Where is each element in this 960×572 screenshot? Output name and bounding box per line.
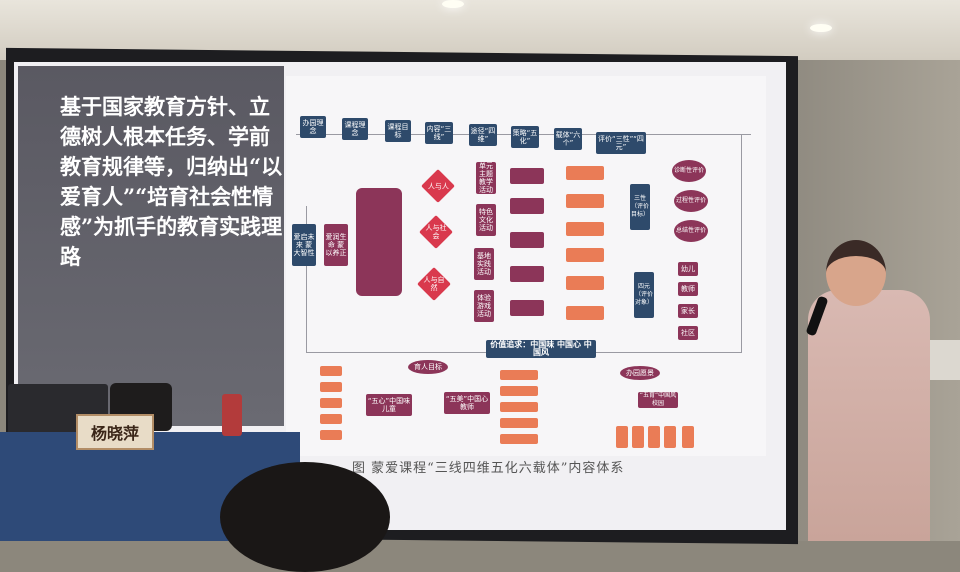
child-box: “五心”中国味儿童 [366,394,412,416]
cup [222,394,242,436]
top-box: 内容“三线” [425,122,453,144]
activity-box: 体验游戏活动 [474,290,494,322]
activity-box: 基地实践活动 [474,248,494,280]
carrier-box [566,194,604,208]
top-box: 策略“五化” [511,126,539,148]
goal-oval: 育人目标 [408,360,448,374]
curriculum-diagram: 办园理念 课程理念 课程目标 内容“三线” 途径“四维” 策略“五化” 载体“六… [286,76,766,456]
carrier-box [566,306,604,320]
slide-heading: 基于国家教育方针、立德树人根本任务、学前教育规律等，归纳出“以爱育人”“培育社会… [60,94,283,269]
strategy-box [510,266,544,282]
top-box: 途径“四维” [469,124,497,146]
evaluation-goal-box: 三性（评价目标） [630,184,650,230]
diamond-label: 人与社会 [425,224,447,240]
top-box: 办园理念 [300,116,326,138]
school-box: “五育”中国风校园 [638,392,678,408]
diamond: 人与社会 [419,215,453,249]
value-pursuit-box: 价值追求：中国味 中国心 中国风 [486,340,596,358]
strategy-box [510,300,544,316]
left-box: 爱润生命 蒙以养正 [324,224,348,266]
activity-box: 特色文化活动 [476,204,496,236]
activity-box: 单元主题教学活动 [476,162,496,194]
diamond-label: 人与自然 [423,276,445,292]
beauty-box [500,386,538,396]
diamond: 人与人 [421,169,455,203]
podium [928,340,960,380]
heart-box [320,398,342,408]
slide-left-panel [18,66,284,426]
evaluation-subject-box: 四元（评价对象） [634,272,654,318]
subject-box: 社区 [678,326,698,340]
education-box [664,426,676,448]
subject-box: 幼儿 [678,262,698,276]
vision-oval: 办园愿景 [620,366,660,380]
diamond: 人与自然 [417,267,451,301]
beauty-box [500,434,538,444]
audience-head [220,462,390,572]
top-box: 评价“三性”“四元” [596,132,646,154]
beauty-box [500,370,538,380]
speaker [808,290,930,541]
speaker-head [826,240,886,306]
carrier-box [566,166,604,180]
left-box: 爱启未来 蒙大智性 [292,224,316,266]
diamond-label: 人与人 [427,182,449,190]
subject-box: 家长 [678,304,698,318]
top-box: 载体“六个” [554,128,582,150]
diagram-caption: 图 蒙爱课程“三线四维五化六载体”内容体系 [352,461,625,476]
evaluation-oval: 诊断性评价 [672,160,706,182]
top-box: 课程目标 [385,120,411,142]
education-box [682,426,694,448]
education-box [616,426,628,448]
heart-box [320,382,342,392]
carrier-box [566,248,604,262]
principles-box [356,188,402,296]
evaluation-oval: 过程性评价 [674,190,708,212]
strategy-box [510,232,544,248]
heart-box [320,414,342,424]
beauty-box [500,402,538,412]
carrier-box [566,222,604,236]
subject-box: 教师 [678,282,698,296]
education-box [648,426,660,448]
teacher-box: “五美”中国心教师 [444,392,490,414]
ceiling-light [442,0,464,8]
education-box [632,426,644,448]
strategy-box [510,168,544,184]
ceiling-light [810,24,832,32]
carrier-box [566,276,604,290]
evaluation-oval: 总结性评价 [674,220,708,242]
heart-box [320,430,342,440]
strategy-box [510,198,544,214]
beauty-box [500,418,538,428]
heart-box [320,366,342,376]
nameplate: 杨晓萍 [76,414,154,450]
top-box: 课程理念 [342,118,368,140]
